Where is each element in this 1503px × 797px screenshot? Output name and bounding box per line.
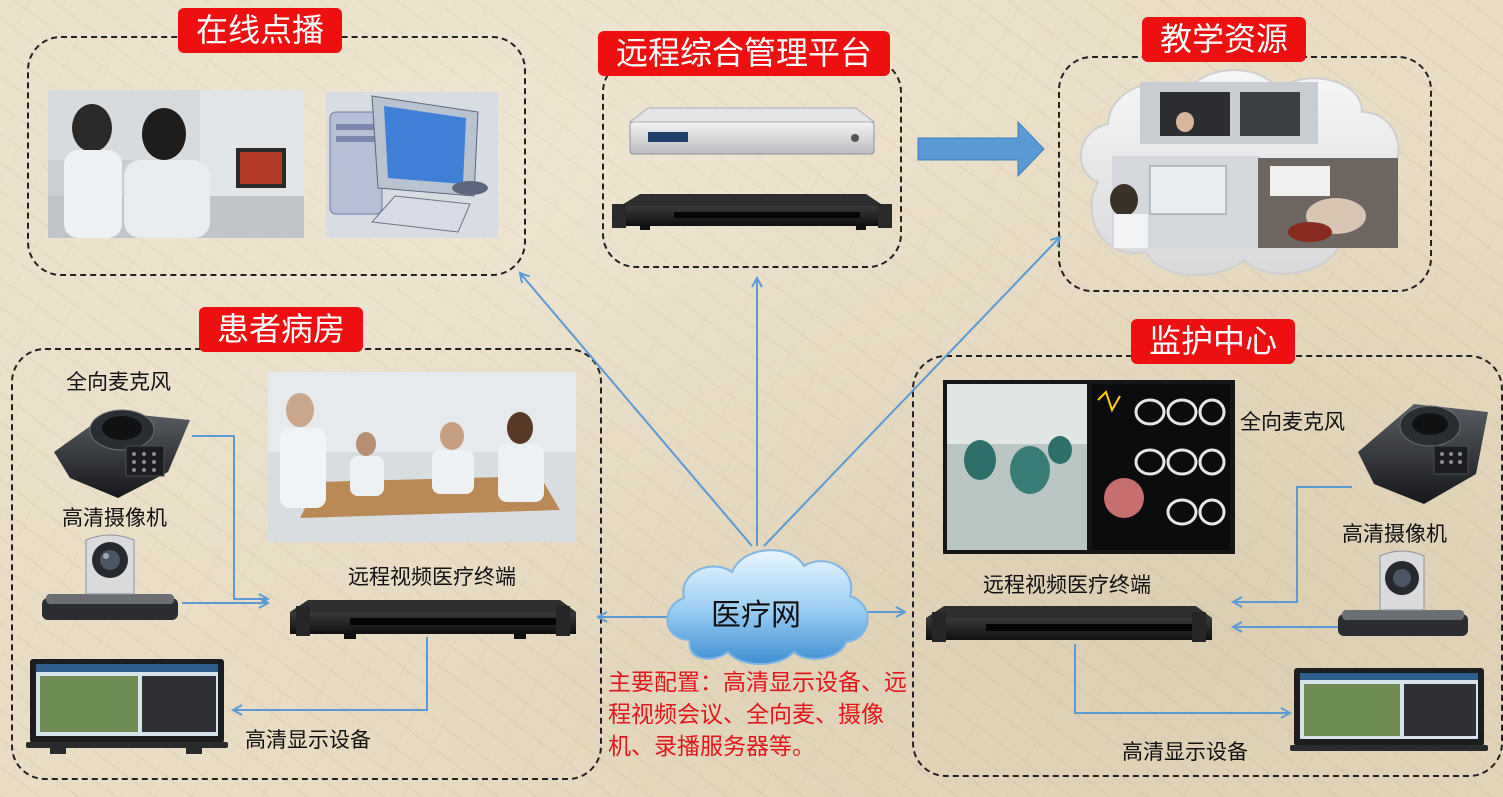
monitor-mic-to-terminal: [1233, 486, 1352, 602]
monitor-terminal-label: 远程视频医疗终端: [983, 573, 1151, 597]
monitor-center-screen: [943, 380, 1235, 554]
monitor-hd-display: [1290, 668, 1488, 751]
network-label: 医疗网: [711, 598, 801, 633]
ward-mic-to-terminal: [192, 435, 268, 599]
ward-mic-label: 全向麦克风: [66, 370, 171, 394]
ward-terminal-device: [290, 600, 576, 639]
network-links: [182, 237, 1352, 713]
teaching-resources-cloud: [1079, 69, 1400, 277]
monitor-display-label: 高清显示设备: [1122, 740, 1248, 764]
link-to-vod: [520, 273, 753, 547]
monitor-camera-label: 高清摄像机: [1342, 522, 1447, 546]
teaching-title: 教学资源: [1142, 17, 1307, 62]
ward-hd-display: [26, 659, 228, 754]
ward-display-label: 高清显示设备: [245, 728, 371, 752]
monitor-hd-camera: [1338, 550, 1468, 636]
ward-title: 患者病房: [199, 307, 364, 352]
ward-terminal-label: 远程视频医疗终端: [348, 565, 516, 589]
platform-title: 远程综合管理平台: [598, 31, 891, 76]
vod-title: 在线点播: [178, 8, 343, 53]
monitor-terminal-to-display: [1074, 644, 1290, 713]
vod-consultation-photo: [48, 90, 304, 238]
ward-consultation-photo: [268, 372, 576, 542]
platform-to-teaching-arrow: [917, 120, 1045, 178]
monitor-mic-label: 全向麦克风: [1240, 410, 1345, 434]
config-note: 主要配置：高清显示设备、远程视频会议、全向麦、摄像机、录播服务器等。: [608, 670, 907, 760]
link-to-teaching: [763, 237, 1060, 547]
ward-terminal-to-display: [233, 637, 428, 710]
monitor-omni-microphone: [1358, 404, 1488, 504]
monitor-title: 监护中心: [1131, 319, 1296, 364]
management-server-silver: [628, 107, 876, 155]
ward-omni-microphone: [54, 409, 190, 498]
management-server-black: [612, 194, 892, 230]
desktop-computer-icon: [326, 92, 498, 238]
ward-hd-camera: [42, 534, 178, 620]
monitor-terminal-device: [926, 606, 1212, 642]
ward-camera-label: 高清摄像机: [62, 506, 167, 530]
medical-network-cloud: [666, 549, 869, 665]
